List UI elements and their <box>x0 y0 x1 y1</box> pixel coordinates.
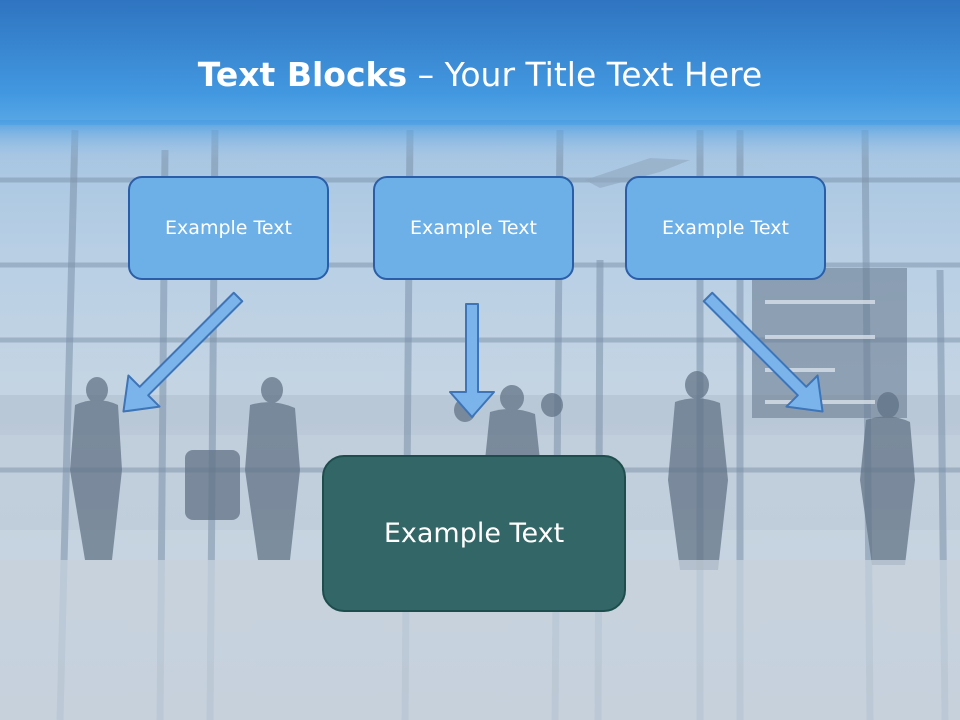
text-block-3[interactable]: Example Text <box>625 176 826 280</box>
text-block-3-label: Example Text <box>662 217 789 239</box>
text-block-2[interactable]: Example Text <box>373 176 574 280</box>
text-block-2-label: Example Text <box>410 217 537 239</box>
slide-title: Text Blocks – Your Title Text Here <box>0 50 960 100</box>
arrow-middle <box>449 303 495 418</box>
text-block-result[interactable]: Example Text <box>322 455 626 612</box>
arrow-right <box>702 291 824 413</box>
text-block-result-label: Example Text <box>383 518 565 549</box>
arrow-left <box>122 291 244 413</box>
title-bold-part: Text Blocks <box>197 55 408 94</box>
title-rest-part: – Your Title Text Here <box>407 55 763 94</box>
text-block-1[interactable]: Example Text <box>128 176 329 280</box>
text-block-1-label: Example Text <box>165 217 292 239</box>
